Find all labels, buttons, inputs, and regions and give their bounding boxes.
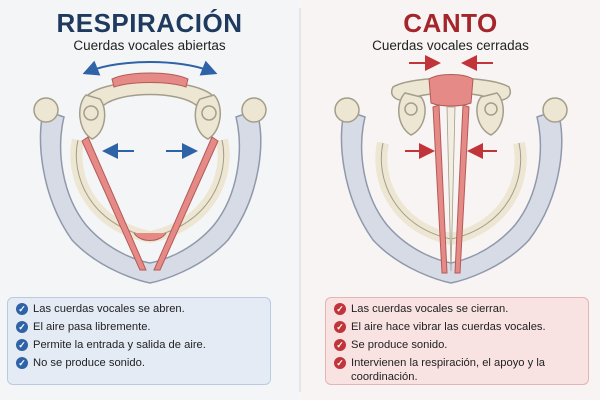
check-circle-icon: ✓ xyxy=(334,321,346,333)
list-item: ✓El aire hace vibrar las cuerdas vocales… xyxy=(334,321,580,335)
superior-horn-right xyxy=(542,97,568,123)
breathing-subtitle: Cuerdas vocales abiertas xyxy=(73,38,226,53)
check-circle-icon: ✓ xyxy=(16,303,28,315)
check-circle-icon: ✓ xyxy=(334,339,346,351)
singing-panel: CANTO Cuerdas vocales cerradas xyxy=(301,0,600,400)
check-circle-icon: ✓ xyxy=(334,357,346,369)
breathing-title: RESPIRACIÓN xyxy=(56,8,243,38)
vocal-fold-right xyxy=(454,104,470,274)
list-item: ✓Permite la entrada y salida de aire. xyxy=(16,339,262,353)
interarytenoid-muscle xyxy=(428,74,474,107)
singing-title: CANTO xyxy=(403,8,498,38)
arytenoid-right xyxy=(476,92,504,136)
check-circle-icon: ✓ xyxy=(334,303,346,315)
cricoid-ring xyxy=(70,138,230,244)
superior-horn-left xyxy=(33,97,59,123)
superior-horn-left xyxy=(334,97,360,123)
superior-horn-right xyxy=(241,97,267,123)
check-circle-icon: ✓ xyxy=(16,357,28,369)
list-item: ✓El aire pasa libremente. xyxy=(16,321,262,335)
vocal-fold-left xyxy=(81,136,147,271)
closed-vocal-folds-illustration xyxy=(334,55,568,284)
arytenoid-left xyxy=(398,92,426,136)
breathing-points-box: ✓Las cuerdas vocales se abren. ✓El aire … xyxy=(7,297,271,385)
opening-arrow-icon xyxy=(82,60,218,76)
thyroid-cartilage xyxy=(39,109,262,284)
list-item: ✓Se produce sonido. xyxy=(334,339,580,353)
list-item: ✓No se produce sonido. xyxy=(16,357,262,371)
list-item: ✓Las cuerdas vocales se cierran. xyxy=(334,303,580,317)
singing-subtitle: Cuerdas vocales cerradas xyxy=(372,38,529,53)
list-item: ✓Intervienen la respiración, el apoyo y … xyxy=(334,357,580,384)
breathing-panel: RESPIRACIÓN Cuerdas vocales abiertas xyxy=(0,0,299,400)
check-circle-icon: ✓ xyxy=(16,339,28,351)
singing-points-box: ✓Las cuerdas vocales se cierran. ✓El air… xyxy=(325,297,589,385)
epiglottis-ring xyxy=(86,80,214,109)
check-circle-icon: ✓ xyxy=(16,321,28,333)
arytenoid-right xyxy=(194,94,221,140)
arytenoid-left xyxy=(79,94,106,140)
vocal-fold-left xyxy=(432,104,448,274)
vocal-fold-right xyxy=(153,136,219,271)
panel-divider xyxy=(299,8,301,392)
list-item: ✓Las cuerdas vocales se abren. xyxy=(16,303,262,317)
open-vocal-folds-illustration xyxy=(33,60,267,284)
